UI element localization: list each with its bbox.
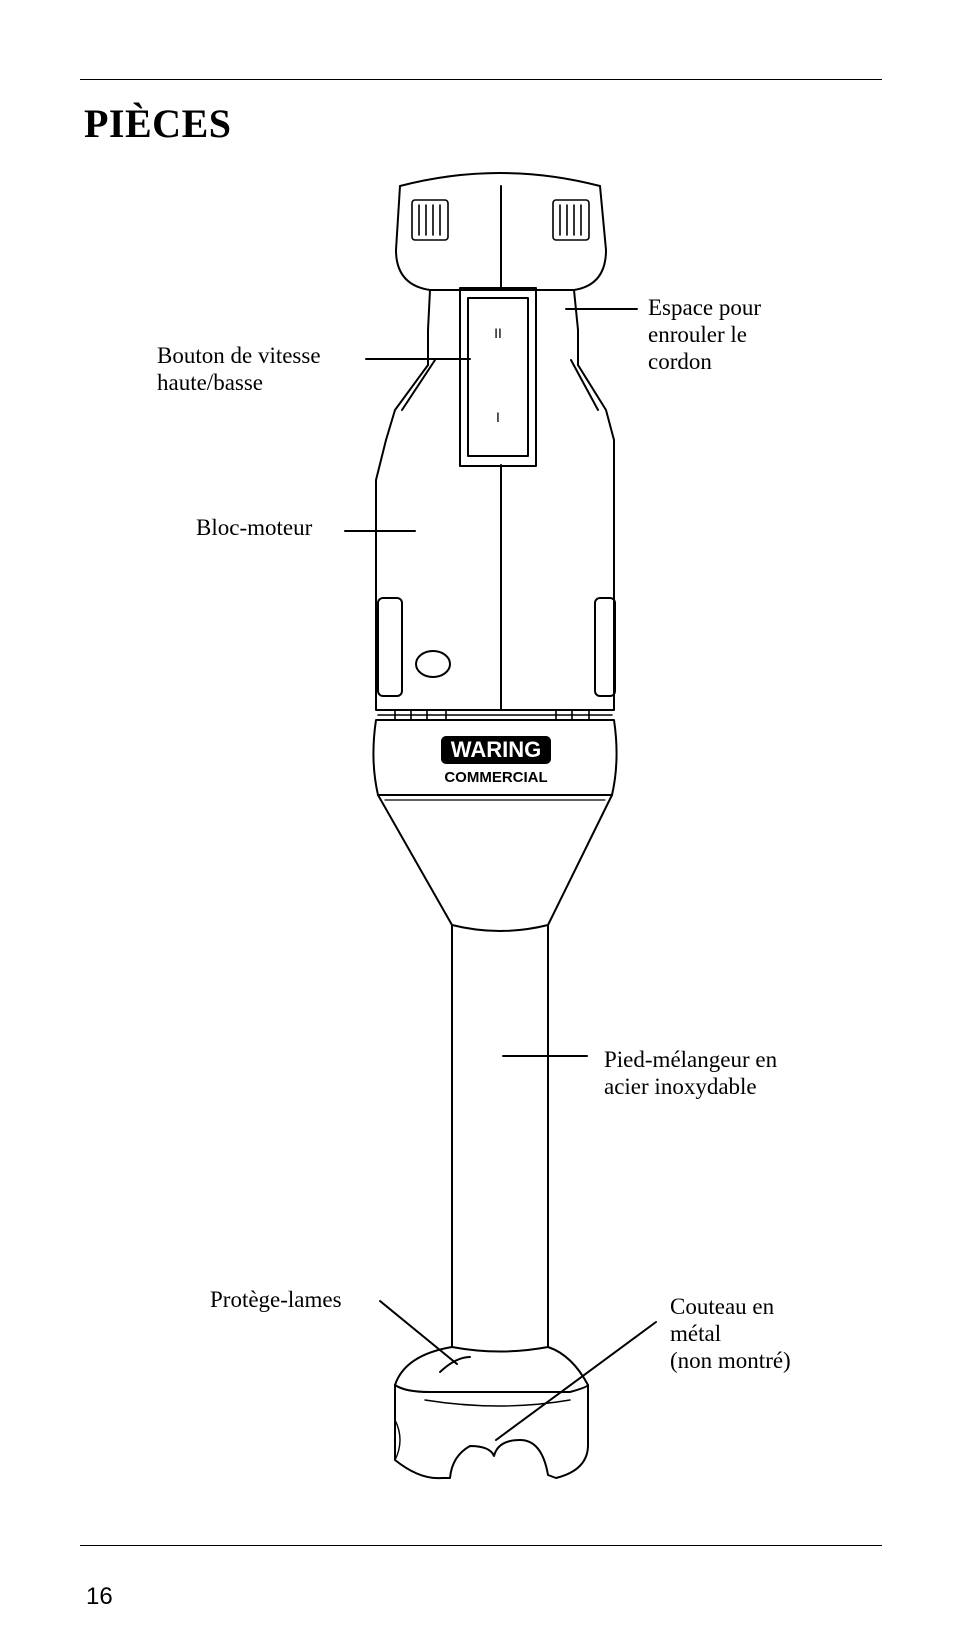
leader-blade-guard	[379, 1300, 458, 1365]
label-blade: Couteau en métal (non montré)	[670, 1294, 791, 1373]
label-shaft: Pied-mélangeur en acier inoxydable	[604, 1047, 778, 1099]
left-vent-icon	[411, 199, 449, 241]
collar	[377, 710, 613, 721]
label-blade-guard: Protège-lames	[210, 1287, 342, 1312]
bottom-rule	[80, 1545, 882, 1546]
blade-guard	[394, 1346, 589, 1480]
waring-logo: WARING COMMERCIAL	[441, 736, 551, 786]
cone	[377, 794, 613, 932]
handle-top	[395, 172, 607, 366]
label-cord-wrap: Espace pour enrouler le cordon	[648, 295, 762, 374]
page-number: 16	[86, 1583, 113, 1610]
label-motor-block: Bloc-moteur	[196, 515, 313, 540]
leader-blade	[495, 1321, 657, 1441]
svg-text:WARING: WARING	[451, 737, 541, 762]
switch-high-mark: II	[494, 325, 502, 341]
shaft	[451, 924, 549, 1353]
right-vent-icon	[552, 199, 590, 241]
svg-text:COMMERCIAL: COMMERCIAL	[444, 769, 547, 786]
page-title: PIÈCES	[84, 101, 232, 146]
motor-body	[375, 439, 616, 711]
speed-switch	[459, 287, 537, 467]
top-rule	[80, 79, 882, 80]
switch-low-mark: I	[496, 409, 500, 425]
label-speed-button: Bouton de vitesse haute/basse	[157, 343, 321, 395]
